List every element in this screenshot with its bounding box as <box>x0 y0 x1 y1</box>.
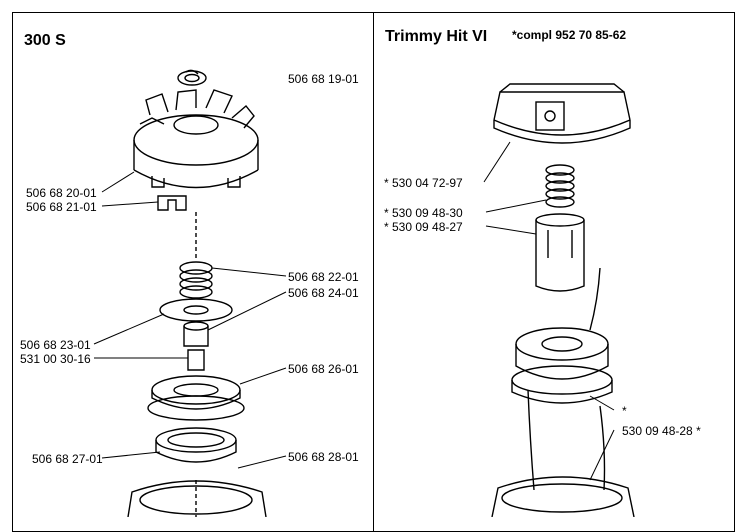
part-number-label: * 530 04 72-97 <box>384 176 463 190</box>
sleeve-part <box>535 213 585 292</box>
right-housing-part <box>491 389 635 517</box>
washer-part <box>159 298 233 322</box>
spring-clip-part <box>177 69 207 86</box>
spool-part <box>147 375 245 421</box>
part-number-label: 506 68 19-01 <box>288 72 359 86</box>
right-leader-lines <box>483 141 615 481</box>
ring-part <box>155 427 237 463</box>
part-number-label: 506 68 26-01 <box>288 362 359 376</box>
part-number-label: 530 09 48-28 * <box>622 424 701 438</box>
part-number-label: 506 68 22-01 <box>288 270 359 284</box>
spring-part <box>179 261 213 299</box>
right-title: Trimmy Hit VI <box>385 28 488 45</box>
right-spring-part <box>545 164 575 208</box>
exploded-parts-drawing <box>93 69 635 517</box>
part-number-label: 506 68 28-01 <box>288 450 359 464</box>
part-number-label: 506 68 23-01 <box>20 338 91 352</box>
small-clip-part <box>157 195 187 211</box>
part-number-label: * 530 09 48-30 <box>384 206 463 220</box>
part-number-label: 506 68 21-01 <box>26 200 97 214</box>
complete-part-number: *compl 952 70 85-62 <box>512 28 627 42</box>
cap-part <box>493 83 631 144</box>
hub-part <box>133 89 259 189</box>
part-number-label: 506 68 24-01 <box>288 286 359 300</box>
part-number-label: 531 00 30-16 <box>20 352 91 366</box>
bolt-part <box>183 321 209 371</box>
trimmer-line <box>589 267 601 331</box>
part-number-label: 506 68 27-01 <box>32 452 103 466</box>
housing-part <box>127 480 267 517</box>
left-leader-lines <box>93 171 287 469</box>
part-number-label: * <box>622 404 627 418</box>
right-spool-part <box>511 327 613 404</box>
part-number-label: 506 68 20-01 <box>26 186 97 200</box>
left-title: 300 S <box>24 32 66 49</box>
part-number-label: * 530 09 48-27 <box>384 220 463 234</box>
